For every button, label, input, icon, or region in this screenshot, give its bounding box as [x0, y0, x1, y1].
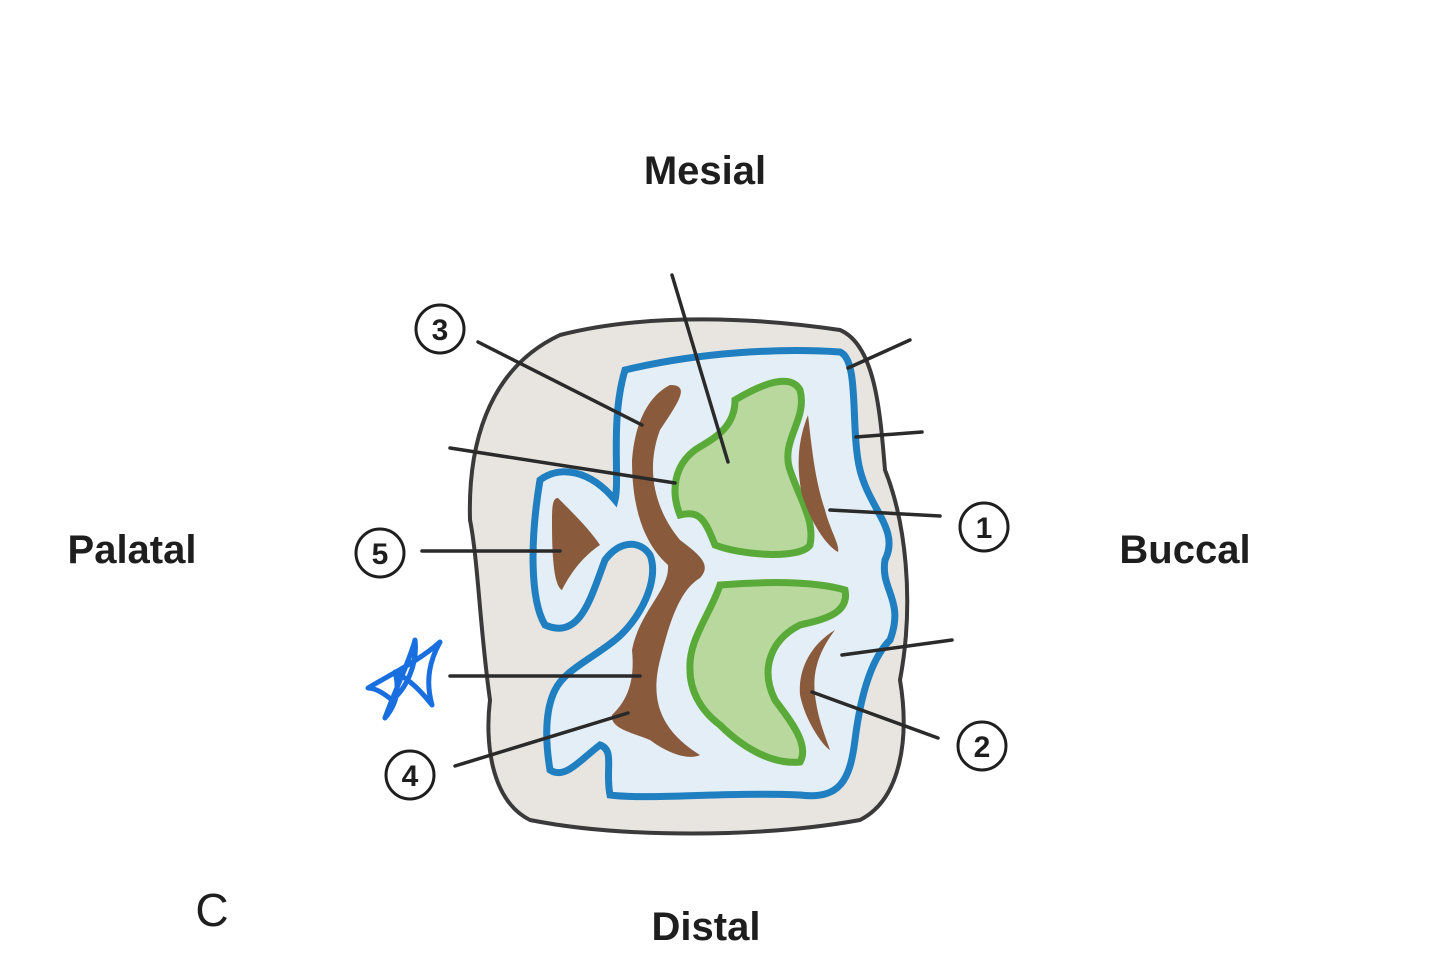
pulp-horn-distal: [686, 579, 849, 766]
leader-line-2: [810, 690, 940, 740]
callout-2: 2: [956, 720, 1008, 772]
svg-text:4: 4: [402, 760, 419, 793]
svg-text:5: 5: [372, 538, 389, 571]
label-mesial: Mesial: [644, 149, 766, 193]
leader-line-buccal-mid: [854, 430, 924, 439]
figure-letter: C: [195, 884, 228, 936]
hand-drawn-star-icon: [365, 637, 443, 721]
label-distal: Distal: [652, 905, 761, 949]
ridge-buccal-mesial: [798, 415, 839, 552]
svg-text:3: 3: [432, 314, 449, 347]
svg-text:1: 1: [976, 512, 993, 545]
leader-line-3: [476, 340, 644, 427]
leader-line-palatal: [448, 446, 677, 485]
callout-3: 3: [414, 303, 466, 355]
ridge-palatal: [552, 498, 600, 590]
leader-line-4: [453, 711, 630, 768]
pulp-horn-mesial: [671, 377, 815, 558]
leader-line-buccal-low: [840, 638, 954, 657]
leader-line-top: [670, 273, 730, 464]
callout-4: 4: [384, 749, 436, 801]
ridge-buccal-distal: [799, 630, 835, 750]
label-palatal: Palatal: [68, 528, 197, 572]
leader-line-1: [828, 508, 942, 518]
leader-line-buccal-top: [846, 338, 912, 370]
callout-1: 1: [958, 501, 1010, 553]
callout-5: 5: [354, 527, 406, 579]
svg-text:2: 2: [974, 731, 991, 764]
label-buccal: Buccal: [1119, 528, 1250, 572]
